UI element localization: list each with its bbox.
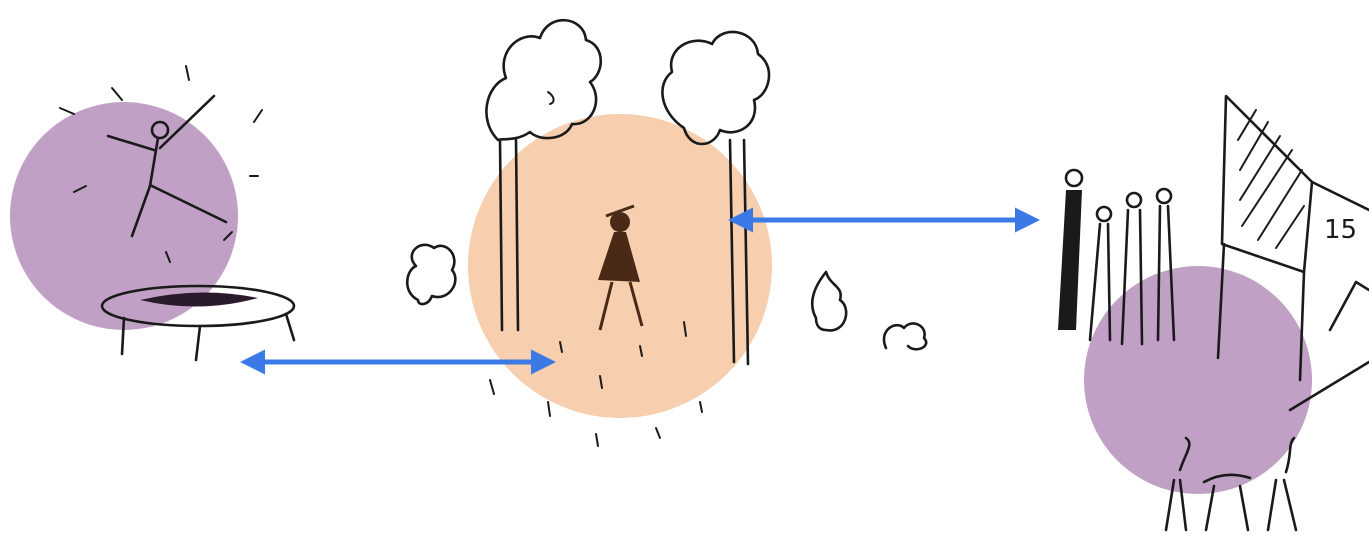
bush-tiny-icon [882,322,928,351]
ground-marks [489,321,703,447]
people-queue-icon [1058,168,1176,346]
trampoline-jumper-icon [59,65,296,362]
child-walking-icon [598,204,644,331]
bush-small-icon [810,270,848,332]
queue-scene: 15 [1058,94,1369,532]
sign-number: 15 [1324,215,1357,245]
bush-left-icon [405,243,457,306]
tree-left-icon [485,18,602,332]
trampoline-scene [10,65,296,362]
queue-highlight-circle [1084,266,1312,494]
tree-right-icon [661,30,771,366]
trampoline-highlight-circle [10,102,238,330]
billboard-sign-icon: 15 [1216,94,1369,412]
people-bottom-icon [1164,436,1298,532]
park-scene [405,18,928,447]
